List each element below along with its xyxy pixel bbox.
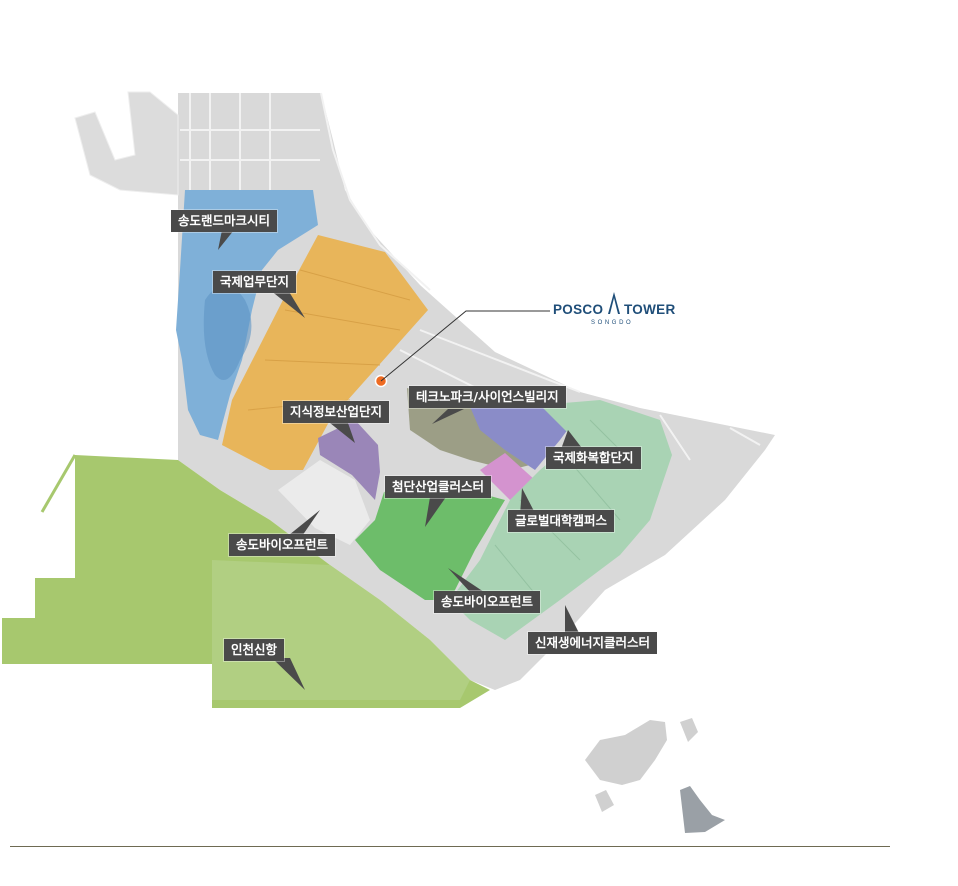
international-complex-zone [468, 402, 582, 470]
logo-tower-icon [608, 292, 620, 314]
island-small-top [680, 718, 698, 742]
label-renewable-energy[interactable]: 신재생에너지클러스터 [528, 632, 658, 654]
logo-subtitle: SONGDO [591, 320, 634, 326]
label-technopark[interactable]: 테크노파크/사이언스빌리지 [409, 386, 566, 408]
port-pier [40, 454, 77, 513]
label-bio-front-west[interactable]: 송도바이오프런트 [229, 534, 336, 556]
label-global-campus[interactable]: 글로벌대학캠퍼스 [508, 510, 615, 532]
knowledge-info-zone [318, 420, 380, 500]
label-international-business[interactable]: 국제업무단지 [213, 271, 297, 293]
logo-right-word: TOWER [624, 302, 676, 317]
island-small-bottom [595, 790, 614, 812]
technopark-zone [407, 388, 530, 470]
northwest-port [74, 91, 179, 196]
label-knowledge-info[interactable]: 지식정보산업단지 [283, 401, 390, 423]
logo-leader-line [380, 310, 550, 382]
business-block-lines [247, 269, 411, 411]
bio-front-west-area [278, 460, 370, 545]
bottom-divider [10, 846, 890, 847]
label-bio-front-south[interactable]: 송도바이오프런트 [434, 591, 541, 613]
island-left [585, 720, 667, 785]
posco-tower-logo: POSCO TOWER SONGDO [551, 292, 691, 336]
label-songdo-landmark-city[interactable]: 송도랜드마크시티 [171, 210, 278, 232]
incheon-port-inner [212, 560, 470, 700]
international-business-zone [222, 235, 428, 470]
label-incheon-port[interactable]: 인천신항 [224, 639, 285, 661]
global-campus-zone [480, 453, 535, 500]
label-pointers [218, 230, 585, 690]
island-right [680, 786, 725, 833]
label-international-complex[interactable]: 국제화복합단지 [546, 447, 641, 469]
label-high-tech-cluster[interactable]: 첨단산업클러스터 [385, 476, 492, 498]
high-tech-cluster-zone [355, 480, 505, 600]
logo-left-word: POSCO [553, 302, 604, 317]
landmark-lake [203, 285, 252, 380]
